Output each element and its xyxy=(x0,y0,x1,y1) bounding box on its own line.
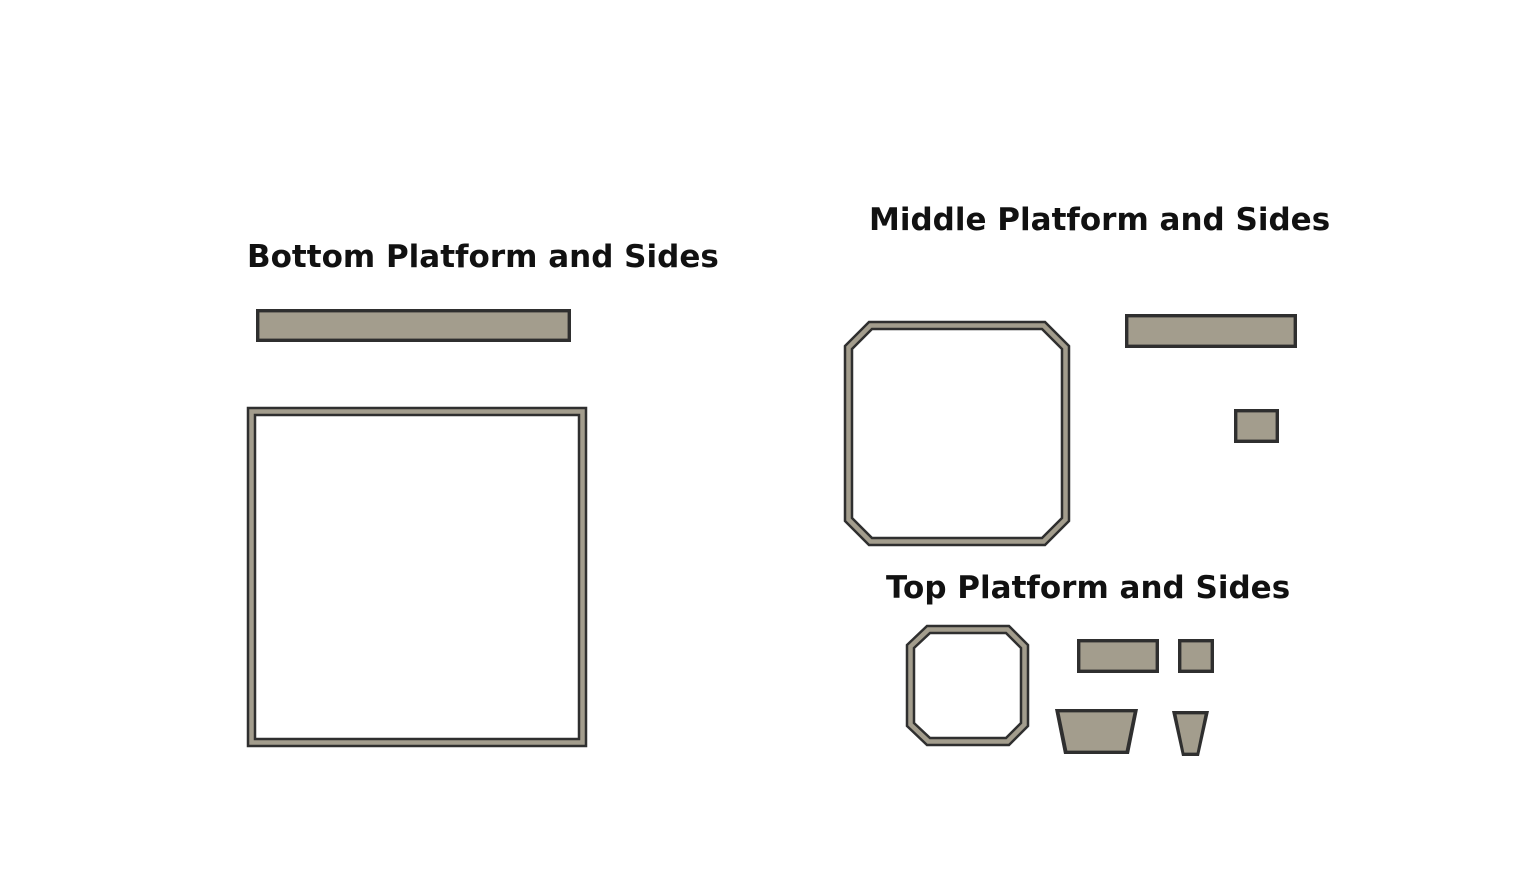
bottom-section-title: Bottom Platform and Sides xyxy=(247,239,719,275)
middle-platform-frame xyxy=(843,320,1071,547)
bottom-platform-frame xyxy=(246,406,588,748)
bottom-side-panel xyxy=(256,309,571,342)
top-parts xyxy=(905,624,1214,756)
top-side-panel-long xyxy=(1077,639,1159,673)
top-tapered-side-narrow xyxy=(1172,711,1209,756)
top-platform-frame xyxy=(905,624,1030,747)
bottom-parts xyxy=(246,309,588,748)
middle-parts xyxy=(843,314,1297,547)
middle-side-panel-small xyxy=(1234,409,1279,443)
top-side-panel-small xyxy=(1178,639,1214,673)
middle-section-title: Middle Platform and Sides xyxy=(869,202,1331,238)
middle-side-panel-long xyxy=(1125,314,1297,348)
top-section-title: Top Platform and Sides xyxy=(886,570,1291,606)
top-tapered-side-wide xyxy=(1055,709,1138,754)
